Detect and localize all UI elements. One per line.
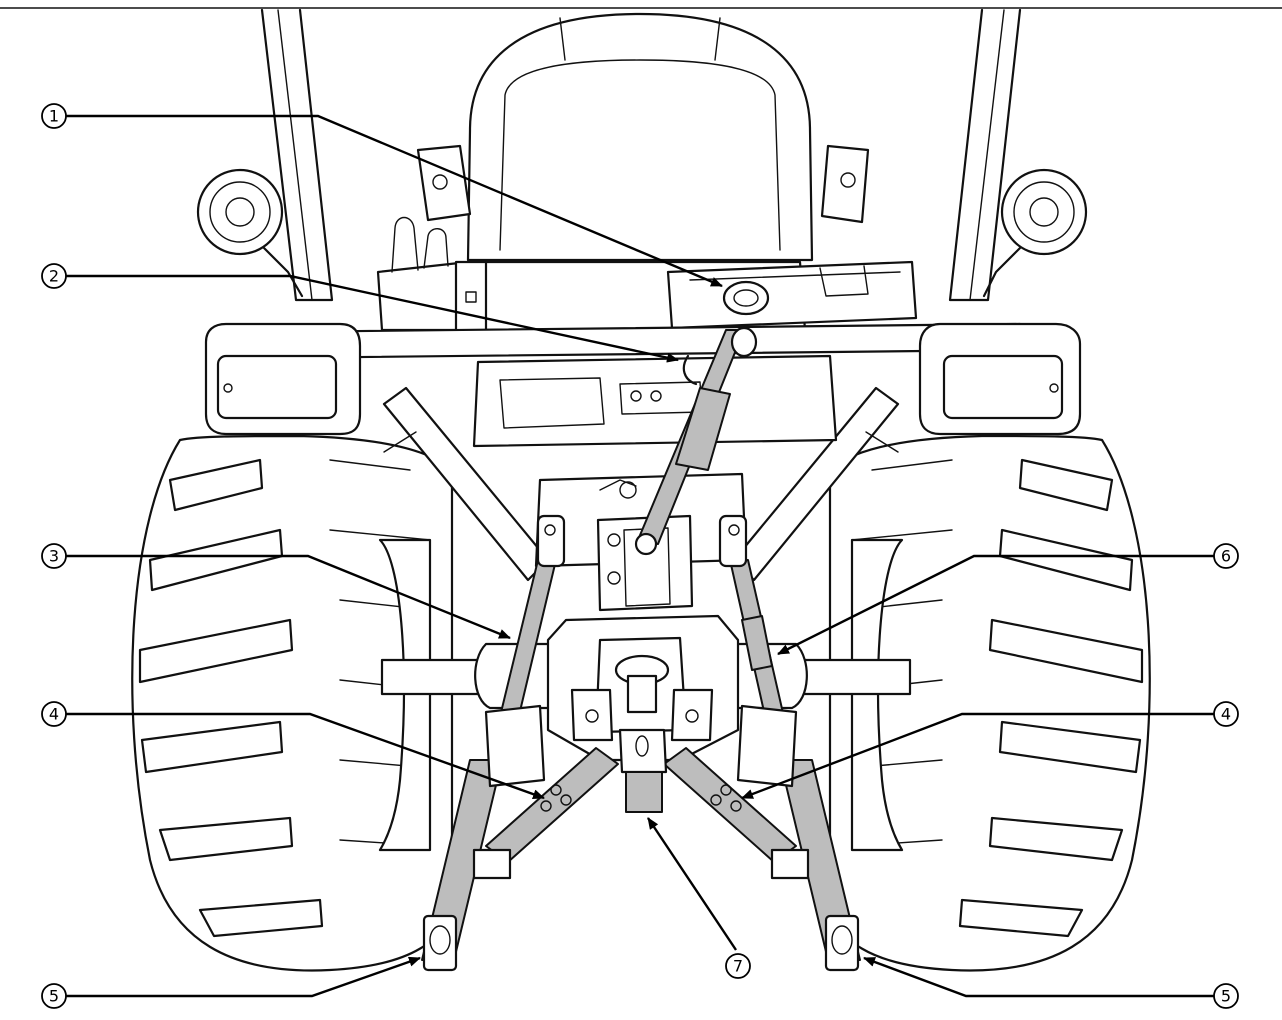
leader-4-left [66, 712, 545, 800]
leader-5-left [66, 956, 421, 998]
callout-1: 1 [41, 103, 67, 129]
callout-6-label: 6 [1221, 547, 1231, 566]
hitch-frame [546, 614, 740, 762]
callout-5-left-label: 5 [49, 987, 59, 1006]
callout-5-left: 5 [41, 983, 67, 1009]
leader-3 [66, 554, 511, 640]
callout-2: 2 [41, 263, 67, 289]
callout-7: 7 [725, 953, 751, 979]
callout-1-label: 1 [49, 107, 59, 126]
left-tail-lamp [204, 322, 362, 436]
right-lower-link [663, 747, 861, 972]
leader-7 [647, 817, 737, 951]
callout-5-right-label: 5 [1221, 987, 1231, 1006]
control-levers [376, 216, 488, 334]
leader-1 [66, 114, 723, 288]
left-rear-tire [131, 434, 454, 972]
rops-frame [260, 8, 1022, 302]
leader-4-right [741, 712, 1214, 800]
callout-3: 3 [41, 543, 67, 569]
leader-6 [777, 554, 1214, 656]
callout-4-right-label: 4 [1221, 705, 1231, 724]
leader-5-right [863, 956, 1214, 998]
right-work-light [982, 168, 1088, 298]
callout-7-label: 7 [733, 957, 743, 976]
callout-6: 6 [1213, 543, 1239, 569]
callout-2-label: 2 [49, 267, 59, 286]
leader-2 [66, 274, 679, 363]
leader-lines [66, 114, 1214, 998]
right-rear-tire [828, 434, 1151, 972]
right-tail-lamp [918, 322, 1082, 436]
callout-3-label: 3 [49, 547, 59, 566]
callout-4-right: 4 [1213, 701, 1239, 727]
callout-4-left: 4 [41, 701, 67, 727]
lower-link-holes [540, 784, 742, 812]
toolbox [666, 260, 918, 330]
stabilizer-brackets [484, 704, 798, 788]
hitch-receiver [618, 728, 668, 813]
left-lower-link [421, 747, 619, 972]
callout-5-right: 5 [1213, 983, 1239, 1009]
left-work-light [196, 168, 304, 298]
top-link [634, 280, 770, 556]
callout-4-left-label: 4 [49, 705, 59, 724]
